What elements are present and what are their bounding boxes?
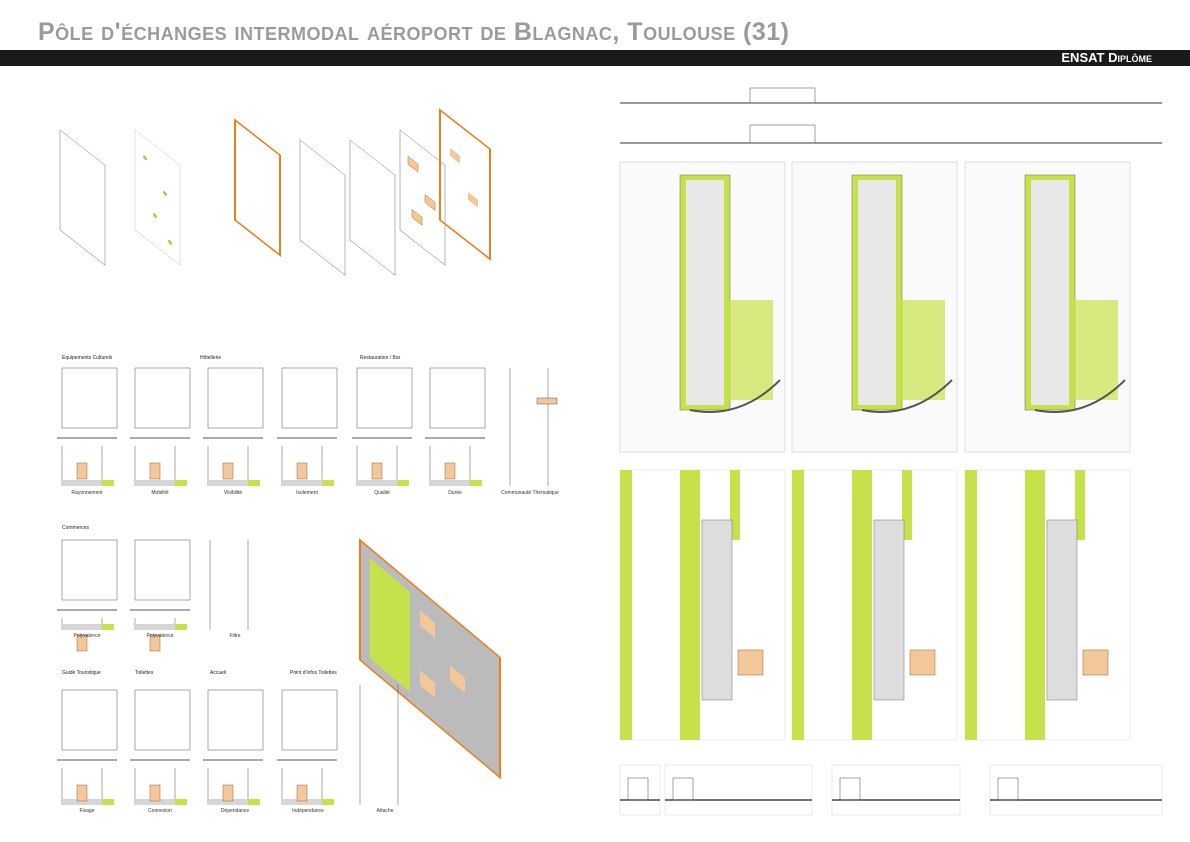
poster-title: Pôle d'échanges intermodal aéroport de B… <box>38 18 790 46</box>
caption-0: Rayonnement <box>71 490 103 496</box>
axonometric-layers <box>59 108 491 276</box>
section <box>664 764 813 816</box>
caption-r2-0: Polyvalence <box>73 633 101 639</box>
caption-4: Qualité <box>374 490 390 496</box>
site-plans <box>619 161 1131 453</box>
layer-parcel <box>59 129 106 266</box>
caption-3: Isolement <box>296 490 318 496</box>
heading-7: Point d'infos Toilettes <box>290 670 337 676</box>
caption-1: Mobilité <box>151 490 169 496</box>
section <box>831 764 961 816</box>
caption-r2-2: Filtre <box>229 633 241 639</box>
heading-6: Accueil <box>210 670 227 676</box>
heading-2: Restauration / Bar <box>360 355 401 361</box>
caption-r3-2: Dépendance <box>220 808 250 814</box>
heading-1: Hôtellerie <box>200 355 222 361</box>
caption-r3-4: Attache <box>376 808 394 814</box>
section <box>619 764 661 816</box>
caption-r3-0: Fixage <box>79 808 95 814</box>
caption-6: Communauté Thématique <box>501 490 559 496</box>
detail-plans <box>619 469 1131 741</box>
analysis-diagrams <box>57 367 558 805</box>
heading-5: Toilettes <box>135 670 154 676</box>
layer-roads <box>234 118 281 257</box>
caption-5: Durée <box>448 490 462 496</box>
elevations <box>620 87 1162 144</box>
caption-r3-1: Connexion <box>148 808 172 814</box>
school-badge: ENSAT Diplôme <box>1061 50 1152 65</box>
heading-3: Commerces <box>62 525 89 531</box>
heading-0: Equipements Culturels <box>62 355 113 361</box>
heading-4: Guide Touristique <box>62 670 101 676</box>
caption-2: Visibilité <box>223 490 243 496</box>
caption-r2-1: Polyvalence <box>146 633 174 639</box>
section <box>989 764 1163 816</box>
caption-r3-3: Indépendance <box>292 808 324 814</box>
sections <box>619 764 1163 816</box>
header-bar: ENSAT Diplôme <box>0 50 1190 66</box>
axonometric-project <box>359 538 501 780</box>
